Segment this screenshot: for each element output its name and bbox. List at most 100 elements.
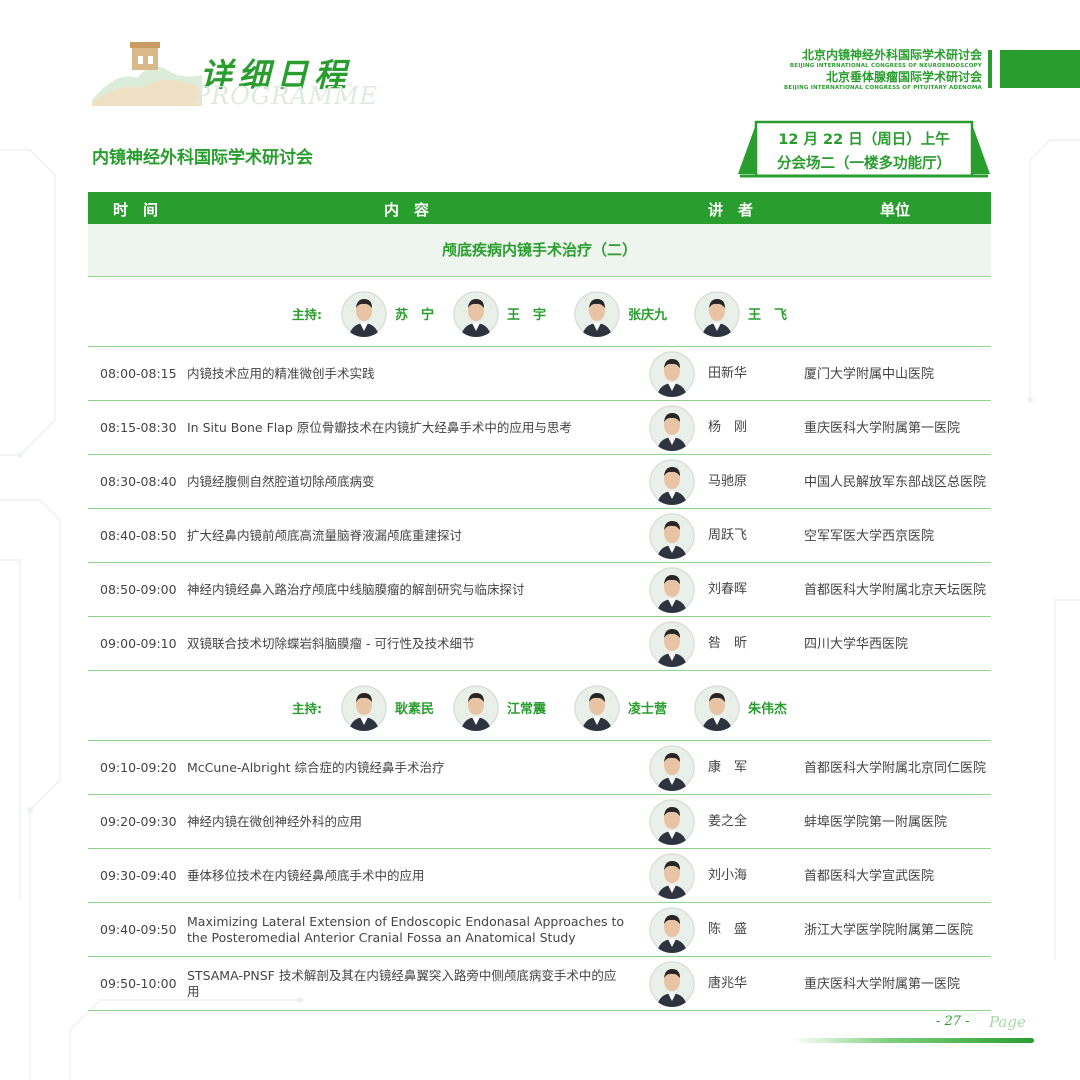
avatar (341, 685, 387, 731)
avatar (694, 291, 740, 337)
row-time: 08:30-08:40 (100, 474, 177, 489)
row-time: 08:40-08:50 (100, 528, 177, 543)
row-time: 09:50-10:00 (100, 976, 177, 991)
chair-label: 主持: (292, 701, 322, 716)
speaker-photo (649, 853, 695, 899)
chair-person: 耿素民 (341, 685, 434, 731)
row-topic: 双镜联合技术切除蝶岩斜脑膜瘤 - 可行性及技术细节 (187, 636, 475, 651)
chair-name: 张庆九 (628, 308, 668, 323)
speaker-photo (649, 745, 695, 791)
row-speaker: 马驰原 (708, 474, 748, 489)
row-topic: In Situ Bone Flap 原位骨瓣技术在内镜扩大经鼻手术中的应用与思考 (187, 420, 572, 435)
table-row: 09:10-09:20 McCune-Albright 综合症的内镜经鼻手术治疗 康… (88, 741, 991, 795)
speaker-photo (649, 907, 695, 953)
org-accent-bar (1000, 50, 1080, 88)
chair-row: 主持: 耿素民江常震凌士营朱伟杰 (88, 671, 991, 741)
page-title-en: PROGRAMME (194, 82, 379, 110)
header-content: 内 容 (384, 201, 430, 219)
header-unit: 单位 (880, 201, 911, 219)
chair-name: 江常震 (507, 702, 547, 717)
row-topic: 垂体移位技术在内镜经鼻颅底手术中的应用 (187, 868, 425, 883)
row-topic: Maximizing Lateral Extension of Endoscop… (187, 914, 625, 945)
row-unit: 空军军医大学西京医院 (804, 528, 935, 544)
row-unit: 重庆医科大学附属第一医院 (804, 976, 961, 992)
chair-person: 王 宇 (453, 291, 546, 337)
row-unit: 浙江大学医学院附属第二医院 (804, 922, 974, 938)
row-speaker: 杨 刚 (708, 420, 748, 435)
speaker-photo (649, 513, 695, 559)
row-topic: 内镜经腹侧自然腔道切除颅底病变 (187, 474, 375, 489)
ribbon-shape (738, 120, 990, 178)
row-time: 09:40-09:50 (100, 922, 177, 937)
row-speaker: 田新华 (708, 366, 748, 381)
row-topic: STSAMA-PNSF 技术解剖及其在内镜经鼻翼突入路旁中侧颅底病变手术中的应用 (187, 968, 617, 999)
row-speaker: 康 军 (708, 760, 748, 775)
row-topic: 内镜技术应用的精准微创手术实践 (187, 366, 375, 381)
row-speaker: 刘春晖 (708, 582, 748, 597)
row-unit: 蚌埠医学院第一附属医院 (804, 814, 948, 830)
page-word: Page (989, 1013, 1026, 1031)
org-name-2: 北京垂体腺瘤国际学术研讨会 (825, 70, 982, 84)
row-time: 09:00-09:10 (100, 636, 177, 651)
footer-line (792, 1038, 1034, 1043)
avatar (453, 291, 499, 337)
session-room: 分会场二（一楼多功能厅） (777, 156, 951, 172)
chair-name: 苏 宁 (395, 308, 435, 323)
row-unit: 首都医科大学附属北京同仁医院 (804, 760, 987, 776)
row-speaker: 咎 昕 (708, 636, 748, 651)
row-time: 09:10-09:20 (100, 760, 177, 775)
row-unit: 四川大学华西医院 (804, 636, 909, 652)
chair-label: 主持: (292, 307, 322, 322)
avatar (453, 685, 499, 731)
row-speaker: 周跃飞 (708, 528, 748, 543)
avatar (649, 405, 695, 451)
avatar (574, 291, 620, 337)
session-date: 12 月 22 日（周日）上午 (778, 132, 950, 148)
organization-block: 北京内镜神经外科国际学术研讨会 BEIJING INTERNATIONAL CO… (784, 48, 982, 92)
speaker-photo (649, 405, 695, 451)
row-unit: 首都医科大学附属北京天坛医院 (804, 582, 987, 598)
chair-name: 耿素民 (395, 702, 435, 717)
chair-name: 王 宇 (507, 308, 547, 323)
row-speaker: 姜之全 (708, 814, 748, 829)
table-row: 08:40-08:50 扩大经鼻内镜前颅底高流量脑脊液漏颅底重建探讨 周跃飞 空军军医… (88, 509, 991, 563)
row-unit: 首都医科大学宣武医院 (804, 868, 935, 884)
row-time: 08:15-08:30 (100, 420, 177, 435)
speaker-photo (649, 567, 695, 613)
row-time: 09:30-09:40 (100, 868, 177, 883)
avatar (649, 513, 695, 559)
table-row: 08:15-08:30 In Situ Bone Flap 原位骨瓣技术在内镜扩大… (88, 401, 991, 455)
table-row: 08:50-09:00 神经内镜经鼻入路治疗颅底中线脑膜瘤的解剖研究与临床探讨 刘春… (88, 563, 991, 617)
chair-person: 凌士营 (574, 685, 667, 731)
chair-person: 王 飞 (694, 291, 787, 337)
row-time: 08:50-09:00 (100, 582, 177, 597)
speaker-photo (649, 961, 695, 1007)
avatar (649, 853, 695, 899)
row-topic: 扩大经鼻内镜前颅底高流量脑脊液漏颅底重建探讨 (187, 528, 463, 543)
row-unit: 厦门大学附属中山医院 (804, 366, 935, 382)
session-banner: 12 月 22 日（周日）上午 分会场二（一楼多功能厅） (738, 120, 990, 182)
chair-person: 苏 宁 (341, 291, 434, 337)
table-header: 时 间 内 容 讲 者 单位 (88, 192, 991, 224)
table-row: 09:40-09:50 Maximizing Lateral Extension … (88, 903, 991, 957)
speaker-photo (649, 351, 695, 397)
avatar (649, 907, 695, 953)
org-name-2-en: BEIJING INTERNATIONAL CONGRESS OF PITUIT… (783, 85, 982, 91)
speaker-photo (649, 799, 695, 845)
chair-person: 张庆九 (574, 291, 667, 337)
row-speaker: 刘小海 (708, 868, 748, 883)
avatar (649, 459, 695, 505)
speaker-photo (649, 459, 695, 505)
row-topic: 神经内镜经鼻入路治疗颅底中线脑膜瘤的解剖研究与临床探讨 (187, 582, 525, 597)
row-topic: McCune-Albright 综合症的内镜经鼻手术治疗 (187, 760, 445, 775)
avatar (649, 961, 695, 1007)
page-number: - 27 - (936, 1014, 970, 1029)
avatar (694, 685, 740, 731)
page-title: 详细日程 (200, 56, 353, 94)
great-wall-icon (92, 42, 202, 106)
chair-row: 主持: 苏 宁 王 宇 张庆九 王 飞 (88, 277, 991, 347)
table-row: 09:30-09:40 垂体移位技术在内镜经鼻颅底手术中的应用 刘小海 首都医科大学宣… (88, 849, 991, 903)
